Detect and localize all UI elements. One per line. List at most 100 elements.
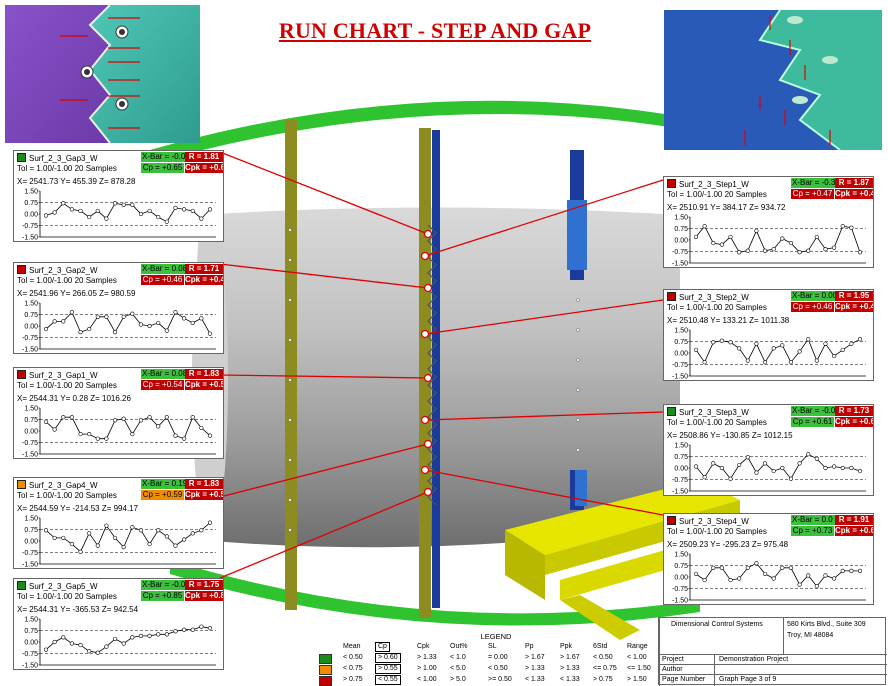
coordinate-text: X= 2541.96 Y= 266.05 Z= 980.59 bbox=[17, 289, 136, 298]
y-tick-label: 1.50 bbox=[674, 215, 688, 222]
data-point bbox=[762, 360, 768, 365]
data-point bbox=[69, 541, 74, 547]
legend-cell: > 1.00 bbox=[417, 665, 437, 672]
cpk-badge: Cpk = +0.61 bbox=[835, 417, 873, 427]
tolerance-text: Tol = 1.00/-1.00 20 Samples bbox=[667, 527, 767, 536]
range-badge: R = 1.81 bbox=[185, 152, 223, 162]
legend-cell: < 1.00 bbox=[417, 676, 437, 683]
run-chart-card: Surf_2_3_Gap5_W Tol = 1.00/-1.00 20 Samp… bbox=[13, 578, 224, 670]
tolerance-text: Tol = 1.00/-1.00 20 Samples bbox=[17, 164, 117, 173]
data-point bbox=[182, 537, 187, 542]
y-tick-label: -0.75 bbox=[22, 550, 38, 557]
cp-badge: Cp = +0.46 bbox=[791, 302, 834, 312]
data-point bbox=[182, 207, 187, 212]
status-square bbox=[17, 581, 26, 590]
coordinate-text: X= 2510.91 Y= 384.17 Z= 934.72 bbox=[667, 203, 786, 212]
xbar-badge: X-Bar = -0.0 bbox=[141, 152, 185, 162]
legend-cell: > 1.33 bbox=[525, 665, 545, 672]
data-point bbox=[754, 561, 759, 566]
data-point bbox=[728, 577, 733, 583]
data-point bbox=[719, 465, 724, 471]
data-point bbox=[95, 650, 100, 655]
data-point bbox=[164, 219, 169, 224]
y-tick-label: 0.75 bbox=[24, 312, 38, 319]
legend-table: LEGEND Mean Cp Cpk Out% SL Pp Ppk 6Std R… bbox=[319, 630, 657, 686]
data-point bbox=[797, 461, 802, 466]
y-tick-label: 0.00 bbox=[24, 640, 38, 647]
data-point bbox=[207, 331, 213, 336]
data-point bbox=[147, 541, 152, 547]
feature-name: Surf_2_3_Step1_W bbox=[667, 179, 749, 189]
data-point bbox=[857, 468, 863, 474]
data-point bbox=[806, 337, 811, 342]
data-point bbox=[104, 216, 109, 221]
data-point bbox=[61, 415, 66, 420]
run-chart-card: Surf_2_3_Step2_W Tol = 1.00/-1.00 20 Sam… bbox=[663, 289, 874, 381]
y-tick-label: -0.75 bbox=[672, 362, 688, 369]
tolerance-text: Tol = 1.00/-1.00 20 Samples bbox=[17, 276, 117, 285]
data-point bbox=[207, 520, 213, 525]
coordinate-text: X= 2544.59 Y= -214.53 Z= 994.17 bbox=[17, 504, 139, 513]
y-tick-label: -0.75 bbox=[672, 249, 688, 256]
legend-header: Out% bbox=[450, 643, 468, 650]
data-point bbox=[823, 573, 828, 578]
title-block: Dimensional Control Systems 580 Kirts Bl… bbox=[658, 617, 887, 686]
y-tick-label: 0.00 bbox=[674, 575, 688, 582]
xbar-badge: X-Bar = -0.3 bbox=[791, 178, 835, 188]
range-badge: R = 1.87 bbox=[835, 178, 873, 188]
series-line bbox=[45, 522, 211, 553]
coordinate-text: X= 2541.73 Y= 455.39 Z= 878.28 bbox=[17, 177, 136, 186]
series-line bbox=[695, 338, 861, 364]
data-point bbox=[173, 629, 178, 634]
data-point bbox=[121, 545, 126, 550]
data-point bbox=[857, 250, 863, 255]
data-point bbox=[832, 245, 837, 250]
data-point bbox=[711, 565, 716, 570]
leader-line bbox=[219, 263, 429, 289]
data-point bbox=[104, 523, 109, 528]
data-point bbox=[754, 470, 759, 475]
data-point bbox=[814, 234, 819, 240]
leader-line bbox=[219, 151, 429, 235]
measurement-point-marker bbox=[423, 283, 433, 293]
cpk-badge: Cpk = +0.44 bbox=[835, 189, 873, 199]
legend-cell: > 1.67 bbox=[560, 654, 580, 661]
legend-color-swatch bbox=[319, 665, 332, 675]
data-point bbox=[199, 425, 204, 431]
y-tick-label: -1.50 bbox=[672, 261, 688, 268]
y-tick-label: 1.50 bbox=[24, 516, 38, 523]
status-square bbox=[17, 153, 26, 162]
legend-cell: >= 0.50 bbox=[488, 676, 512, 683]
status-square bbox=[17, 370, 26, 379]
data-point bbox=[112, 201, 118, 206]
data-point bbox=[190, 531, 195, 536]
measurement-point-marker bbox=[420, 415, 430, 425]
legend-cell: < 5.0 bbox=[450, 665, 466, 672]
data-point bbox=[78, 330, 83, 335]
data-point bbox=[190, 320, 195, 326]
data-point bbox=[112, 636, 118, 642]
data-point bbox=[702, 360, 707, 365]
legend-cell: > 5.0 bbox=[450, 676, 466, 683]
data-point bbox=[138, 633, 144, 638]
y-tick-label: -1.50 bbox=[22, 663, 38, 670]
legend-cell: > 1.33 bbox=[417, 654, 437, 661]
data-point bbox=[806, 452, 811, 457]
project-label: Project bbox=[662, 656, 684, 663]
range-badge: R = 1.91 bbox=[835, 515, 873, 525]
leader-line bbox=[219, 374, 429, 379]
y-tick-label: -1.50 bbox=[22, 235, 38, 242]
data-point bbox=[78, 549, 83, 554]
data-point bbox=[52, 535, 57, 541]
run-chart-plot: 1.500.750.00-0.75-1.50 bbox=[22, 301, 216, 353]
company-name: Dimensional Control Systems bbox=[671, 621, 763, 628]
cpk-badge: Cpk = +0.46 bbox=[835, 302, 873, 312]
data-point bbox=[95, 208, 100, 214]
data-point bbox=[147, 208, 152, 214]
data-point bbox=[52, 210, 57, 215]
data-point bbox=[849, 568, 854, 573]
data-point bbox=[87, 531, 92, 536]
cp-badge: Cp = +0.73 bbox=[791, 526, 834, 536]
run-chart-card: Surf_2_3_Step1_W Tol = 1.00/-1.00 20 Sam… bbox=[663, 176, 874, 268]
data-point bbox=[745, 248, 750, 253]
